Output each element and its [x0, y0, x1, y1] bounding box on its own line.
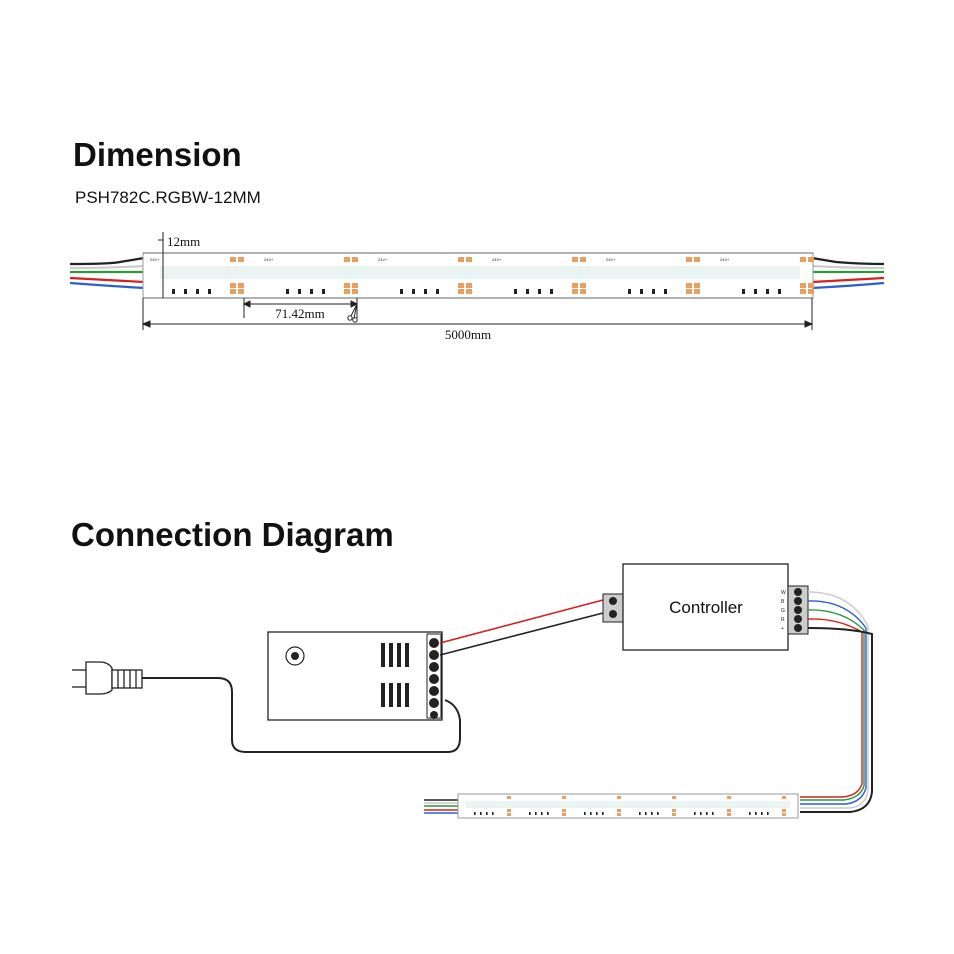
- strip-right-wires: [811, 256, 885, 290]
- svg-text:B: B: [781, 599, 785, 605]
- small-strip-segment: [749, 796, 786, 816]
- small-strip-segment: [529, 796, 566, 816]
- segment-label: 24V+: [378, 257, 388, 262]
- segment-label: 24V+: [150, 257, 160, 262]
- controller-label: Controller: [669, 598, 743, 617]
- controller-box: [602, 563, 809, 651]
- strip-segment: 24V+: [264, 257, 358, 294]
- small-strip-left-wires: [424, 799, 458, 814]
- segment-label: 24V+: [264, 257, 274, 262]
- power-supply: [267, 631, 443, 721]
- svg-text:G: G: [781, 608, 785, 614]
- model-number: PSH782C.RGBW-12MM: [75, 188, 261, 207]
- segment-label: 24V+: [606, 257, 616, 262]
- small-strip-segment: [694, 796, 731, 816]
- power-supply-vents: [381, 643, 409, 707]
- svg-text:R: R: [781, 617, 785, 623]
- small-strip-segments: [474, 796, 786, 816]
- strip-segment: 24V+: [150, 257, 244, 294]
- connection-strip: [424, 793, 799, 819]
- power-supply-knob-icon: [285, 646, 305, 666]
- small-strip-segment: [584, 796, 621, 816]
- segment-label: 24V+: [492, 257, 502, 262]
- dc-negative-wire: [439, 612, 604, 656]
- dimension-title: Dimension: [73, 136, 242, 173]
- strip-segments: 24V+ 24V+ 24V+ 24V+ 24V+ 24V+: [150, 257, 814, 294]
- dim-width-marker: [158, 232, 164, 298]
- strip-center-band: [160, 266, 800, 279]
- small-strip-segment: [474, 796, 511, 816]
- small-strip-segment: [639, 796, 676, 816]
- power-supply-terminals: [429, 638, 439, 719]
- cut-length-label: 71.42mm: [275, 306, 324, 321]
- strip-segment: 24V+: [492, 257, 586, 294]
- controller-pin-labels: W B G R +: [781, 590, 786, 632]
- strip-left-wires: [69, 256, 145, 290]
- svg-text:W: W: [781, 590, 786, 596]
- connection-title: Connection Diagram: [71, 516, 394, 553]
- dimension-strip: 24V+ 24V+ 24V+ 24V+ 24V+ 24V+: [69, 252, 885, 299]
- scissors-icon: [347, 303, 358, 323]
- width-label: 12mm: [167, 234, 200, 249]
- ac-power-cable: [142, 677, 461, 753]
- controller-output-wires: [800, 591, 873, 813]
- strip-segment: 24V+: [720, 257, 814, 294]
- strip-segment: 24V+: [606, 257, 700, 294]
- strip-segment: 24V+: [378, 257, 472, 294]
- dim-cut-marker: [242, 298, 359, 318]
- dim-length-marker: [141, 298, 814, 330]
- power-plug-icon: [72, 661, 143, 695]
- dc-positive-wire: [439, 599, 604, 644]
- total-length-label: 5000mm: [445, 327, 491, 342]
- segment-label: 24V+: [720, 257, 730, 262]
- svg-text:+: +: [781, 626, 784, 632]
